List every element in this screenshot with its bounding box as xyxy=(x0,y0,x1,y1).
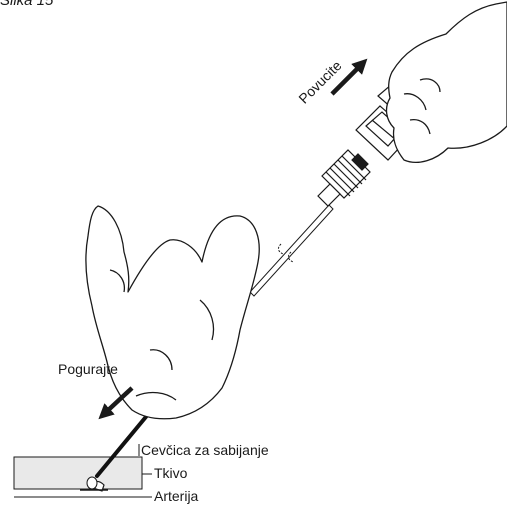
compaction-tube-label: Cevčica za sabijanje xyxy=(141,443,269,457)
device-hub xyxy=(318,150,370,206)
lower-hand xyxy=(86,206,259,419)
figure-title: Slika 15 xyxy=(0,0,53,8)
tissue-label: Tkivo xyxy=(154,466,187,480)
upper-hand xyxy=(387,2,507,162)
artery-label: Arterija xyxy=(154,489,198,503)
suture-knot xyxy=(87,477,97,489)
push-label: Pogurajte xyxy=(58,362,118,376)
tissue-layer xyxy=(14,457,142,489)
sheath-tube xyxy=(250,205,333,296)
